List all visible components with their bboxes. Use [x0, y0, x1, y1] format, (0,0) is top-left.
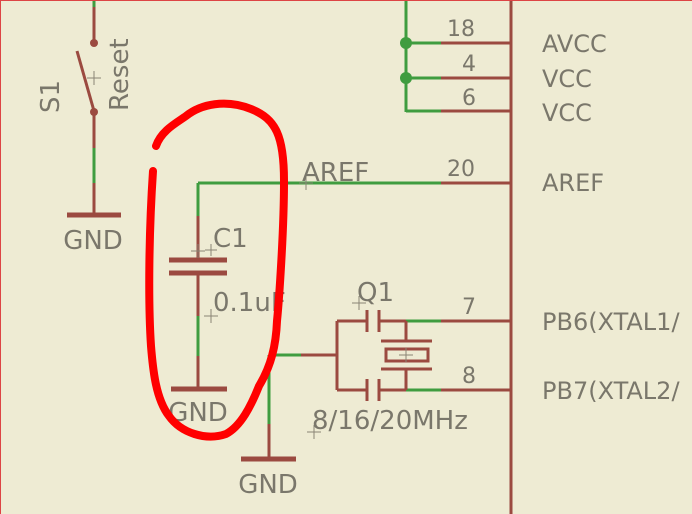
pin-name: AREF — [542, 169, 604, 197]
pin-name: AVCC — [542, 30, 607, 58]
pin-name: PB6(XTAL1/ — [542, 308, 680, 336]
gnd-label: GND — [63, 226, 123, 256]
pin-name: VCC — [542, 99, 592, 127]
pin-number: 6 — [462, 86, 476, 111]
pin-name: PB7(XTAL2/ — [542, 377, 680, 405]
capacitor-value: 0.1uF — [213, 288, 286, 318]
switch-value: Reset — [105, 38, 135, 111]
gnd-label: GND — [238, 470, 298, 500]
crystal-value: 8/16/20MHz — [312, 406, 468, 436]
pin-name: VCC — [542, 65, 592, 93]
crystal-q1[interactable]: Q1 8/16/20MHz GND — [238, 278, 511, 500]
power-pins — [400, 1, 511, 113]
pin-number: 18 — [447, 17, 475, 42]
pin-number: 8 — [462, 364, 476, 389]
pin-labels: 18 4 6 20 7 8 AVCC VCC VCC AREF PB6(XTAL… — [447, 17, 680, 405]
net-label-aref: AREF — [302, 158, 369, 188]
switch-name: S1 — [36, 80, 66, 113]
pin-number: 4 — [462, 52, 476, 77]
pin-number: 7 — [462, 295, 476, 320]
pin-number: 20 — [447, 157, 475, 182]
capacitor-name: C1 — [213, 224, 248, 254]
capacitor-c1[interactable]: C1 0.1uF GND AREF — [168, 158, 511, 428]
crystal-name: Q1 — [357, 278, 394, 308]
red-annotation-circle — [145, 99, 288, 441]
switch-s1[interactable]: S1 Reset GND — [36, 1, 135, 256]
